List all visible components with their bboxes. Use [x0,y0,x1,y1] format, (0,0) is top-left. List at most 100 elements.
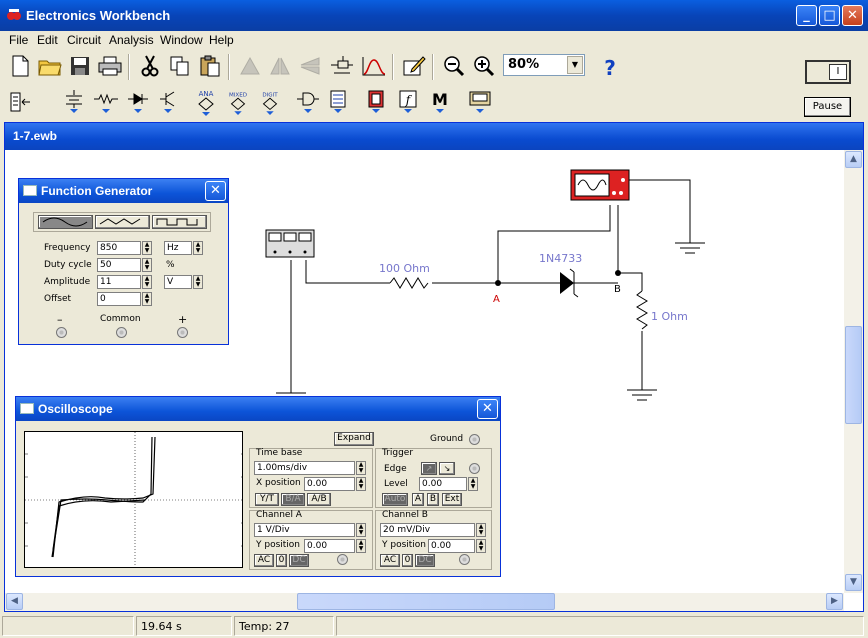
plus-terminal[interactable] [177,327,188,338]
time-base-input[interactable]: 1.00ms/div [254,461,355,475]
duty-cycle-input[interactable]: 50 [97,258,141,272]
logic-gates-bin-icon[interactable] [294,88,322,116]
trigger-b-button[interactable]: B [427,493,439,506]
analysis-graphs-icon[interactable] [360,52,388,80]
amplitude-stepper[interactable]: ▲▼ [142,275,152,289]
channel-a-terminal[interactable] [337,554,348,565]
digital-ics-bin-icon[interactable]: DIGIT [256,88,284,116]
channel-a-dc-button[interactable]: DC [289,554,309,567]
digital-bin-icon[interactable] [324,88,352,116]
ba-mode-button[interactable]: B/A [281,493,305,506]
offset-stepper[interactable]: ▲▼ [142,292,152,306]
amplitude-unit-stepper[interactable]: ▲▼ [193,275,203,289]
offset-input[interactable]: 0 [97,292,141,306]
new-file-icon[interactable] [6,52,34,80]
indicators-bin-icon[interactable] [362,88,390,116]
resistor-100-ohm[interactable] [389,277,429,289]
time-base-stepper[interactable]: ▲▼ [356,461,366,475]
resistor-1-ohm[interactable] [636,290,648,330]
analog-ics-bin-icon[interactable]: ANA [192,88,220,116]
menu-analysis[interactable]: Analysis [109,33,154,47]
close-button[interactable]: ✕ [842,5,863,26]
oscilloscope-close-icon[interactable]: ✕ [477,399,498,419]
triangle-wave-button[interactable] [95,215,150,229]
rotate-icon[interactable] [236,52,264,80]
channel-b-dc-button[interactable]: DC [415,554,435,567]
copy-icon[interactable] [166,52,194,80]
channel-b-ac-button[interactable]: AC [380,554,400,567]
zoom-in-icon[interactable] [470,52,498,80]
diodes-bin-icon[interactable] [124,88,152,116]
trigger-auto-button[interactable]: Auto [382,493,408,506]
channel-b-terminal[interactable] [459,554,470,565]
trigger-level-stepper[interactable]: ▲▼ [468,477,478,491]
function-generator-title-bar[interactable]: Function Generator [19,179,228,203]
menu-edit[interactable]: Edit [37,33,58,47]
description-pencil-icon[interactable] [400,52,428,80]
favorites-bin-icon[interactable] [6,88,34,116]
chevron-down-icon[interactable]: ▼ [567,56,583,74]
trigger-level-input[interactable]: 0.00 [419,477,467,491]
common-terminal[interactable] [116,327,127,338]
frequency-unit-select[interactable]: Hz [164,241,192,255]
channel-a-ypos-stepper[interactable]: ▲▼ [356,539,366,553]
menu-window[interactable]: Window [160,33,203,47]
frequency-stepper[interactable]: ▲▼ [142,241,152,255]
vertical-scrollbar[interactable]: ▲ ▼ [844,150,863,593]
help-button[interactable]: ? [604,56,616,80]
maximize-button[interactable]: □ [819,5,840,26]
flip-horizontal-icon[interactable] [266,52,294,80]
zener-diode-1n4733[interactable] [560,268,579,298]
cut-scissors-icon[interactable] [136,52,164,80]
minus-terminal[interactable] [56,327,67,338]
menu-file[interactable]: File [9,33,29,47]
instruments-bin-icon[interactable] [466,88,494,116]
sine-wave-button[interactable] [38,215,93,229]
channel-a-ac-button[interactable]: AC [254,554,274,567]
x-position-input[interactable]: 0.00 [304,477,355,491]
scroll-left-icon[interactable]: ◀ [6,593,23,610]
trigger-ext-button[interactable]: Ext [442,493,462,506]
rising-edge-button[interactable]: ↗ [421,462,437,475]
amplitude-unit-select[interactable]: V [164,275,192,289]
trigger-a-button[interactable]: A [412,493,424,506]
open-folder-icon[interactable] [36,52,64,80]
scroll-down-icon[interactable]: ▼ [845,574,862,591]
channel-b-scale-stepper[interactable]: ▲▼ [476,523,486,537]
expand-button[interactable]: Expand [334,432,374,446]
scroll-right-icon[interactable]: ▶ [826,593,843,610]
channel-a-zero-button[interactable]: 0 [276,554,287,567]
minimize-button[interactable]: _ [796,5,817,26]
transistors-bin-icon[interactable] [154,88,182,116]
mixed-ics-bin-icon[interactable]: MIXED [224,88,252,116]
sources-bin-icon[interactable] [60,88,88,116]
oscilloscope-symbol[interactable] [570,169,630,201]
channel-b-zero-button[interactable]: 0 [402,554,413,567]
zoom-out-icon[interactable] [440,52,468,80]
function-generator-close-icon[interactable]: ✕ [205,181,226,201]
miscellaneous-bin-icon[interactable]: M [426,88,454,116]
channel-a-scale-stepper[interactable]: ▲▼ [356,523,366,537]
horizontal-scroll-thumb[interactable] [297,593,555,610]
zoom-level-select[interactable]: 80% ▼ [503,54,585,76]
duty-cycle-stepper[interactable]: ▲▼ [142,258,152,272]
save-disk-icon[interactable] [66,52,94,80]
trigger-terminal[interactable] [469,463,480,474]
ab-mode-button[interactable]: A/B [307,493,331,506]
x-position-stepper[interactable]: ▲▼ [356,477,366,491]
component-properties-icon[interactable] [328,52,356,80]
channel-a-ypos-input[interactable]: 0.00 [304,539,355,553]
menu-circuit[interactable]: Circuit [67,33,102,47]
falling-edge-button[interactable]: ↘ [439,462,455,475]
frequency-unit-stepper[interactable]: ▲▼ [193,241,203,255]
ground-terminal[interactable] [469,434,480,445]
channel-b-scale-input[interactable]: 20 mV/Div [380,523,475,537]
scroll-up-icon[interactable]: ▲ [845,151,862,168]
schematic-canvas[interactable]: 100 Ohm 1N4733 1 Ohm A B [5,150,843,593]
pause-button[interactable]: Pause [804,97,851,117]
amplitude-input[interactable]: 11 [97,275,141,289]
menu-help[interactable]: Help [209,33,234,47]
controls-bin-icon[interactable]: f [394,88,422,116]
vertical-scroll-thumb[interactable] [845,326,862,424]
horizontal-scrollbar[interactable]: ◀ ▶ [5,593,844,611]
